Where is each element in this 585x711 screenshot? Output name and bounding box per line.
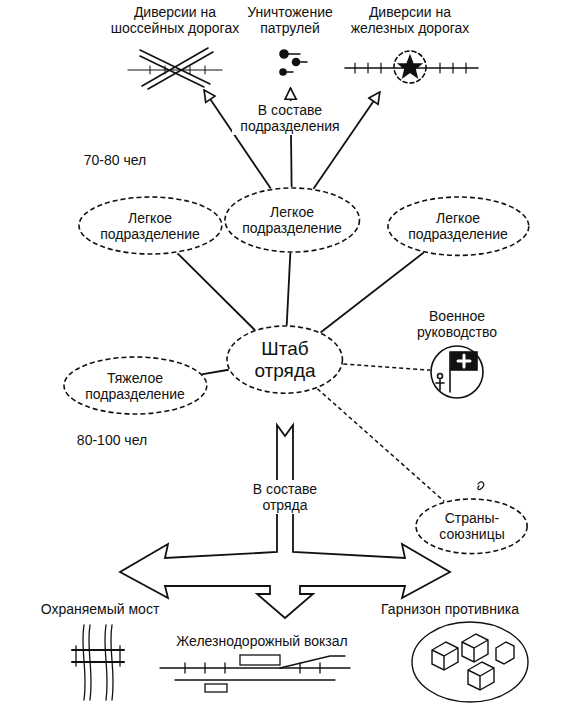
node-text: Диверсии на шоссейных дорогах [107,4,243,36]
link-line [317,389,444,502]
strength-label: 80-100 чел [77,432,147,448]
strength-label: 70-80 чел [84,152,146,168]
patrol-icon [280,50,307,75]
allies-ellipse: Страны-союзницы [415,498,528,555]
target-label: Диверсии на шоссейных дорогах [105,4,245,90]
link-line [321,252,424,332]
node-text: Штаб отряда [249,338,321,382]
block-arrow [120,425,450,618]
bridge-icon [72,625,124,700]
railway-icon [345,51,478,83]
target-label: Уничтожение патрулей [242,4,338,88]
link-line [343,364,430,370]
node-text: Легкое подразделение [100,210,200,242]
target-caption: Железнодорожный вокзал [173,632,350,650]
clip-mark [478,482,484,490]
node-text: Страны-союзницы [434,510,510,542]
target-label: Диверсии на железных дорогах [340,4,480,92]
command-icon [431,346,483,398]
arrow-label: В составе отряда [238,480,332,514]
link-line [287,253,291,325]
node-text: Военное руководство [407,308,507,340]
road-icon [128,48,222,89]
node-text: Диверсии на железных дорогах [342,4,478,36]
node-text: Легкое подразделение [242,204,342,236]
arrow-label: В составе подразделения [232,101,348,135]
unit-ellipse: Легкое подразделение [224,187,360,253]
link-line [177,253,255,330]
hq-ellipse: Штаб отряда [226,325,343,394]
garrison-icon [412,622,528,702]
command-node: Военное руководство [405,308,509,400]
node-text: Легкое подразделение [408,210,508,242]
target-caption: Гарнизон противника [381,601,519,617]
target-caption: Охраняемый мост [41,601,160,617]
unit-ellipse: Легкое подразделение [387,196,530,256]
node-text: Тяжелое подразделение [85,370,185,402]
unit-ellipse: Тяжелое подразделение [63,356,208,415]
node-text: Уничтожение патрулей [244,4,336,36]
link-line [202,370,229,375]
unit-ellipse: Легкое подразделение [78,196,223,255]
station-icon [160,655,350,692]
